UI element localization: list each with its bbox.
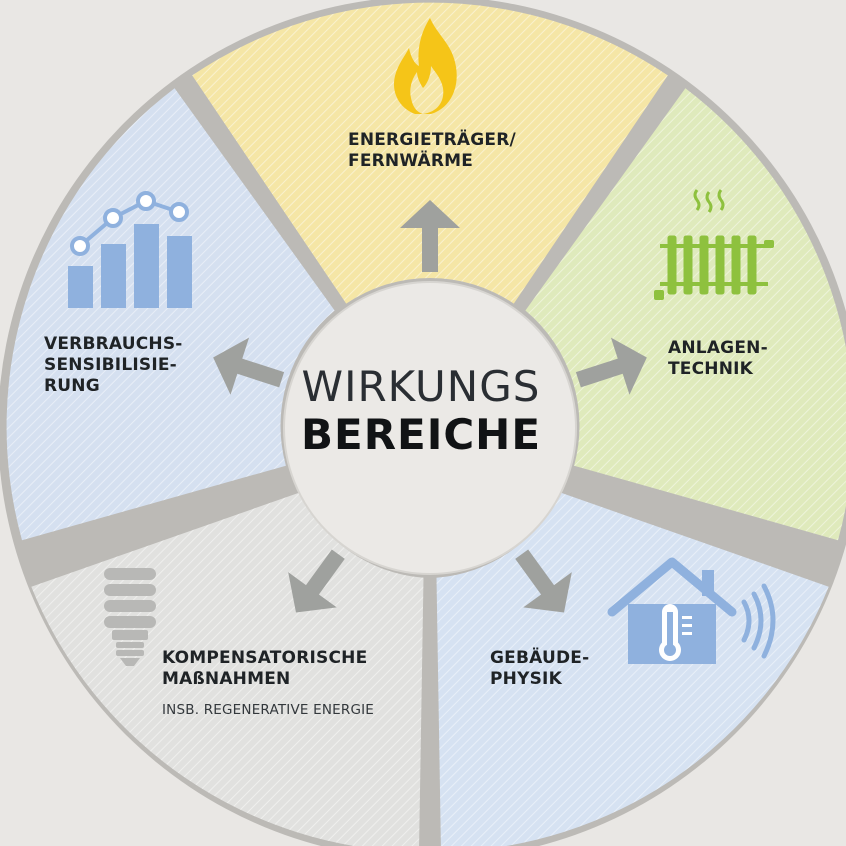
arrow-energietraeger — [400, 200, 460, 272]
arrow-anlagentechnik — [575, 337, 647, 395]
label-anlagentechnik-line2: TECHNIK — [668, 359, 754, 379]
label-anlagentechnik: ANLAGEN- TECHNIK — [668, 338, 768, 380]
flame-icon — [393, 18, 457, 114]
label-energietraeger: ENERGIETRÄGER/ FERNWÄRME — [348, 130, 516, 172]
arrow-gebaeudephysik — [515, 549, 572, 613]
label-verbrauch-line3: RUNG — [44, 376, 100, 396]
center-title-line2: BEREICHE — [300, 410, 542, 459]
label-kompensatorisch: KOMPENSATORISCHE MAßNAHMEN — [162, 648, 367, 690]
label-anlagentechnik-line1: ANLAGEN- — [668, 338, 768, 358]
label-gebaeudephysik-line2: PHYSIK — [490, 669, 562, 689]
bar-chart-icon — [68, 191, 192, 308]
radiator-icon — [654, 189, 774, 300]
label-kompensatorisch-sub: INSB. REGENERATIVE ENERGIE — [162, 702, 375, 718]
arrow-verbrauch — [213, 337, 285, 395]
center-title-line1: WIRKUNGS — [301, 362, 541, 411]
label-energietraeger-line1: ENERGIETRÄGER/ — [348, 130, 516, 150]
label-kompensatorisch-line2: MAßNAHMEN — [162, 669, 291, 689]
center-circle — [284, 282, 576, 574]
label-verbrauch: VERBRAUCHS- SENSIBILISIE- RUNG — [44, 334, 183, 397]
label-kompensatorisch-line1: KOMPENSATORISCHE — [162, 648, 368, 668]
label-verbrauch-line2: SENSIBILISIE- — [44, 355, 177, 375]
label-gebaeudephysik-line1: GEBÄUDE- — [490, 648, 590, 668]
center-title: WIRKUNGS BEREICHE — [271, 366, 571, 456]
house-thermometer-icon — [607, 557, 776, 664]
label-verbrauch-line1: VERBRAUCHS- — [44, 334, 183, 354]
label-gebaeudephysik: GEBÄUDE- PHYSIK — [490, 648, 589, 690]
energy-saving-bulb-icon — [104, 568, 156, 666]
arrow-kompensatorisch — [288, 549, 345, 613]
label-energietraeger-line2: FERNWÄRME — [348, 151, 474, 171]
